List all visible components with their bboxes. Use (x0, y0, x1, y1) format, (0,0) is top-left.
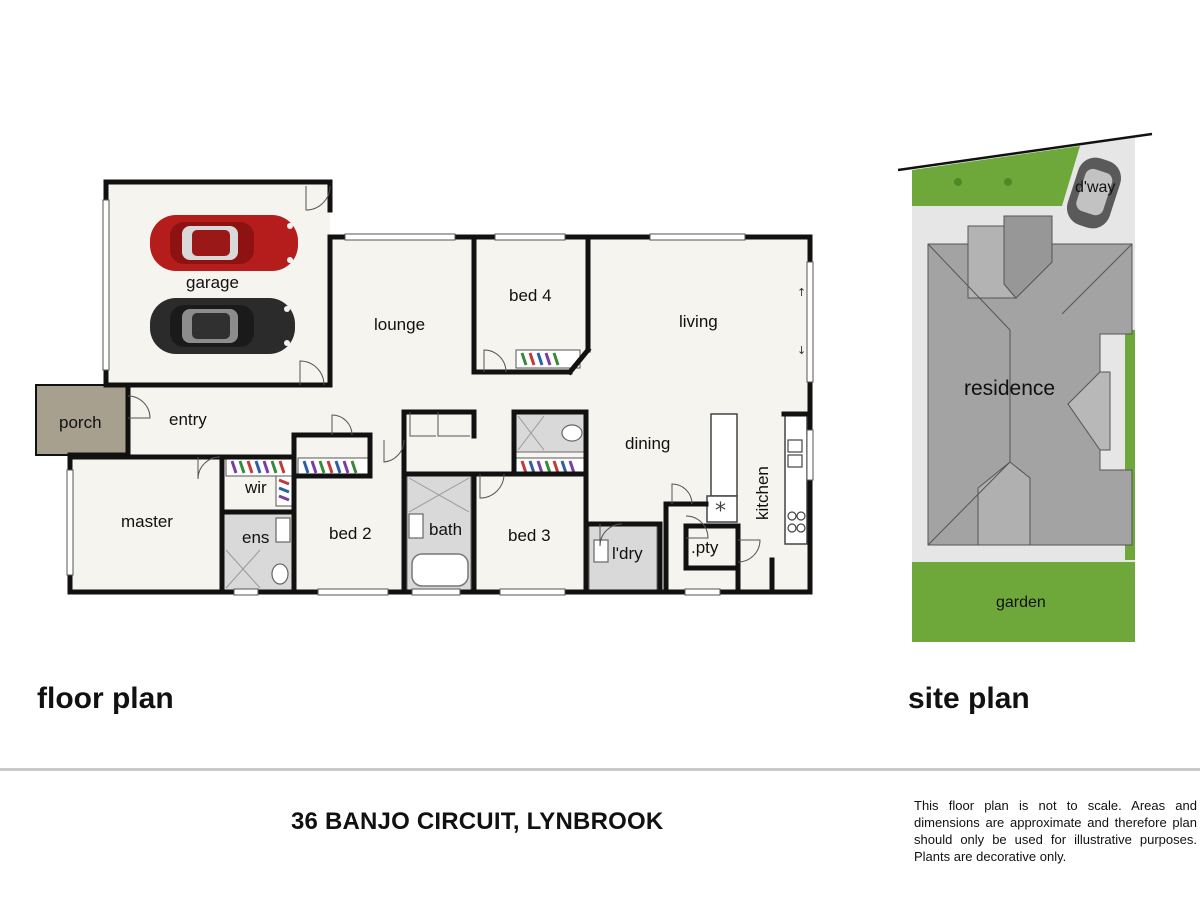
red-car-icon (150, 215, 298, 271)
residence-roof (927, 215, 1133, 546)
shower-marks (225, 415, 545, 589)
label-entry: entry (169, 410, 207, 429)
side-lawn (1125, 330, 1135, 560)
label-laundry: l'dry (612, 544, 643, 563)
label-bath: bath (429, 520, 462, 539)
basins (275, 513, 609, 563)
bathtub (411, 553, 469, 587)
label-ens: ens (242, 528, 269, 547)
property-address: 36 BANJO CIRCUIT, LYNBROOK (291, 808, 664, 835)
cooktop (787, 511, 806, 533)
shrubs (954, 178, 1012, 186)
sink (787, 439, 803, 468)
clothes (230, 352, 576, 502)
label-bed3: bed 3 (508, 526, 551, 545)
svg-text:↓: ↓ (797, 344, 806, 357)
svg-text:↑: ↑ (797, 286, 806, 299)
label-living: living (679, 312, 718, 331)
site-plan: d'way residence garden (897, 132, 1153, 642)
fridge-asterisk: * (715, 499, 726, 524)
label-master: master (121, 512, 173, 531)
label-bed2: bed 2 (329, 524, 372, 543)
doors (127, 185, 761, 563)
label-wir: wir (244, 478, 267, 497)
label-pantry: .pty (691, 538, 719, 557)
divider-line (0, 768, 1200, 771)
label-garden: garden (996, 594, 1046, 611)
toilets (271, 424, 583, 585)
floor-plan-heading: floor plan (37, 682, 174, 715)
front-lawn (912, 146, 1080, 206)
label-dining: dining (625, 434, 670, 453)
windows (66, 199, 814, 596)
black-car-icon (150, 298, 295, 354)
garden-area (912, 562, 1135, 642)
room-labels: garage porch entry lounge bed 4 living d… (59, 273, 772, 563)
label-residence: residence (964, 377, 1055, 400)
disclaimer-text: This floor plan is not to scale. Areas a… (914, 798, 1197, 864)
site-plan-heading: site plan (908, 682, 1030, 715)
front-boundary-line (897, 132, 1153, 172)
label-bed4: bed 4 (509, 286, 552, 305)
label-porch: porch (59, 413, 102, 432)
slider-arrows: ↑ ↓ (797, 286, 806, 357)
label-garage: garage (186, 273, 239, 292)
site-labels: d'way residence garden (964, 179, 1115, 611)
label-driveway: d'way (1075, 179, 1115, 196)
label-lounge: lounge (374, 315, 425, 334)
plan-drawing: * (35, 132, 1153, 642)
label-kitchen: kitchen (753, 466, 772, 520)
driveway-car-icon (1066, 157, 1122, 229)
floor-plan: * (35, 179, 814, 596)
